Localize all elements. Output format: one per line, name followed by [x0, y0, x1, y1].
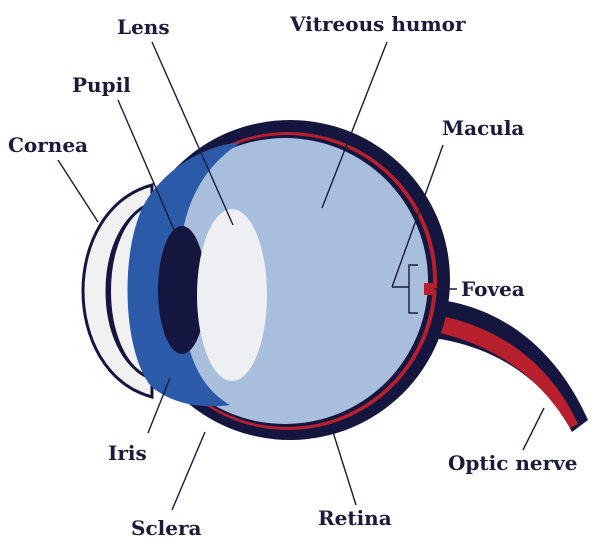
optic-nerve-leader [523, 408, 544, 450]
label-lens: Lens [117, 15, 170, 39]
label-fovea: Fovea [461, 277, 525, 301]
label-retina: Retina [318, 506, 392, 530]
label-iris: Iris [108, 441, 147, 465]
lens [197, 209, 267, 381]
label-sclera: Sclera [131, 516, 201, 540]
label-vitreous-humor: Vitreous humor [289, 12, 466, 36]
sclera-leader [172, 432, 205, 510]
cornea-leader [58, 160, 98, 222]
label-macula: Macula [442, 116, 524, 140]
label-cornea: Cornea [8, 133, 88, 157]
label-optic-nerve: Optic nerve [448, 451, 578, 475]
label-pupil: Pupil [72, 73, 131, 97]
fovea-mark [424, 283, 434, 295]
retina-leader [333, 432, 356, 505]
